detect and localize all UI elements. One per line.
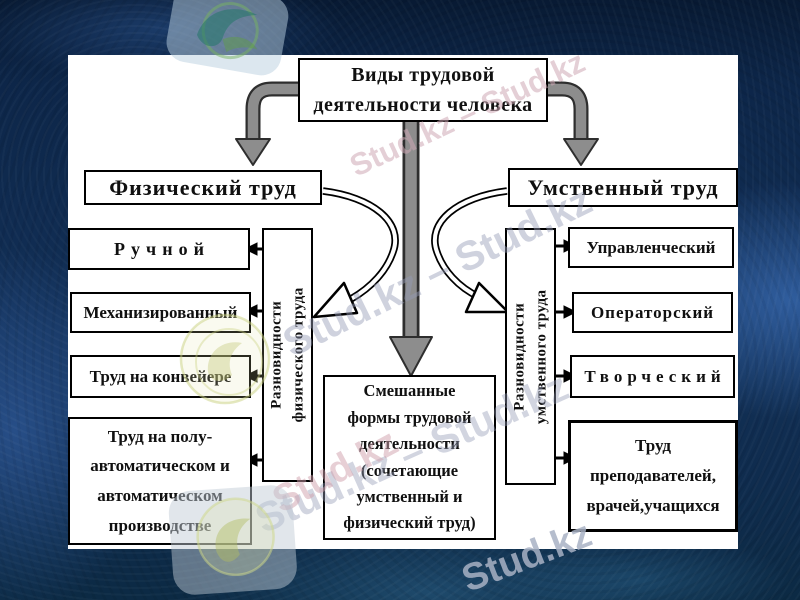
- physical-item-automated: Труд на полу- автоматическом и автоматич…: [68, 417, 252, 545]
- item-line: преподавателей,: [590, 466, 716, 486]
- diagram-title-line: Виды трудовой: [351, 64, 495, 86]
- item-line: Труд: [635, 436, 671, 456]
- item-line: автоматическом: [97, 486, 223, 505]
- mental-item-teachers: Труд преподавателей, врачей,учащихся: [568, 420, 738, 532]
- mixed-line: Смешанные: [363, 381, 456, 401]
- mental-varieties-label: Разновидности умственного труда: [509, 235, 553, 479]
- mental-item-managerial: Управленческий: [568, 227, 734, 268]
- physical-varieties-box: Разновидности физического труда: [262, 228, 313, 482]
- varieties-line: физического труда: [289, 287, 306, 423]
- item-label: Операторский: [590, 302, 715, 322]
- varieties-line: Разновидности: [510, 302, 527, 411]
- item-label: Механизированный: [83, 302, 238, 322]
- mental-item-operator: Операторский: [572, 292, 733, 333]
- item-label: Управленческий: [586, 237, 716, 257]
- arrow-mental-to-varieties-icon: [431, 187, 510, 314]
- item-line: Труд на полу-: [107, 426, 213, 446]
- mixed-forms-box: Смешанные формы трудовой деятельности (с…: [323, 375, 496, 540]
- diagram-title-line: деятельности человека: [313, 94, 533, 116]
- arrow-title-to-physical-icon: [235, 81, 299, 166]
- item-label: Труд на конвейере: [89, 366, 232, 386]
- mixed-line: формы трудовой: [347, 407, 472, 427]
- mixed-line: (сочетающие: [360, 460, 459, 480]
- mental-labor-label: Умственный труд: [527, 174, 719, 200]
- physical-varieties-label: Разновидности физического труда: [266, 233, 310, 477]
- physical-item-manual: Ручной: [68, 228, 250, 270]
- arrow-title-to-mental-icon: [547, 81, 599, 166]
- arrow-title-to-mixed-icon: [389, 122, 433, 377]
- mixed-line: умственный и: [356, 486, 463, 506]
- physical-item-conveyor: Труд на конвейере: [70, 355, 251, 398]
- item-line: автоматическом и: [90, 456, 230, 476]
- item-label: Ручной: [114, 238, 210, 259]
- arrow-physical-to-varieties-icon: [312, 187, 399, 319]
- mental-labor-header: Умственный труд: [508, 168, 738, 207]
- varieties-line: умственного труда: [532, 289, 549, 424]
- varieties-line: Разновидности: [267, 300, 284, 410]
- physical-labor-header: Физический труд: [84, 170, 322, 205]
- item-label: Творческий: [584, 366, 726, 386]
- mixed-line: физический труд): [343, 513, 476, 533]
- mental-item-creative: Творческий: [570, 355, 735, 398]
- physical-labor-label: Физический труд: [109, 174, 297, 200]
- mixed-line: деятельности: [359, 434, 460, 454]
- mental-varieties-box: Разновидности умственного труда: [505, 228, 556, 485]
- diagram-title-box: Виды трудовой деятельности человека: [298, 58, 548, 122]
- item-line: врачей,учащихся: [586, 495, 720, 515]
- item-line: производстве: [108, 515, 212, 535]
- physical-item-mechanized: Механизированный: [70, 292, 251, 333]
